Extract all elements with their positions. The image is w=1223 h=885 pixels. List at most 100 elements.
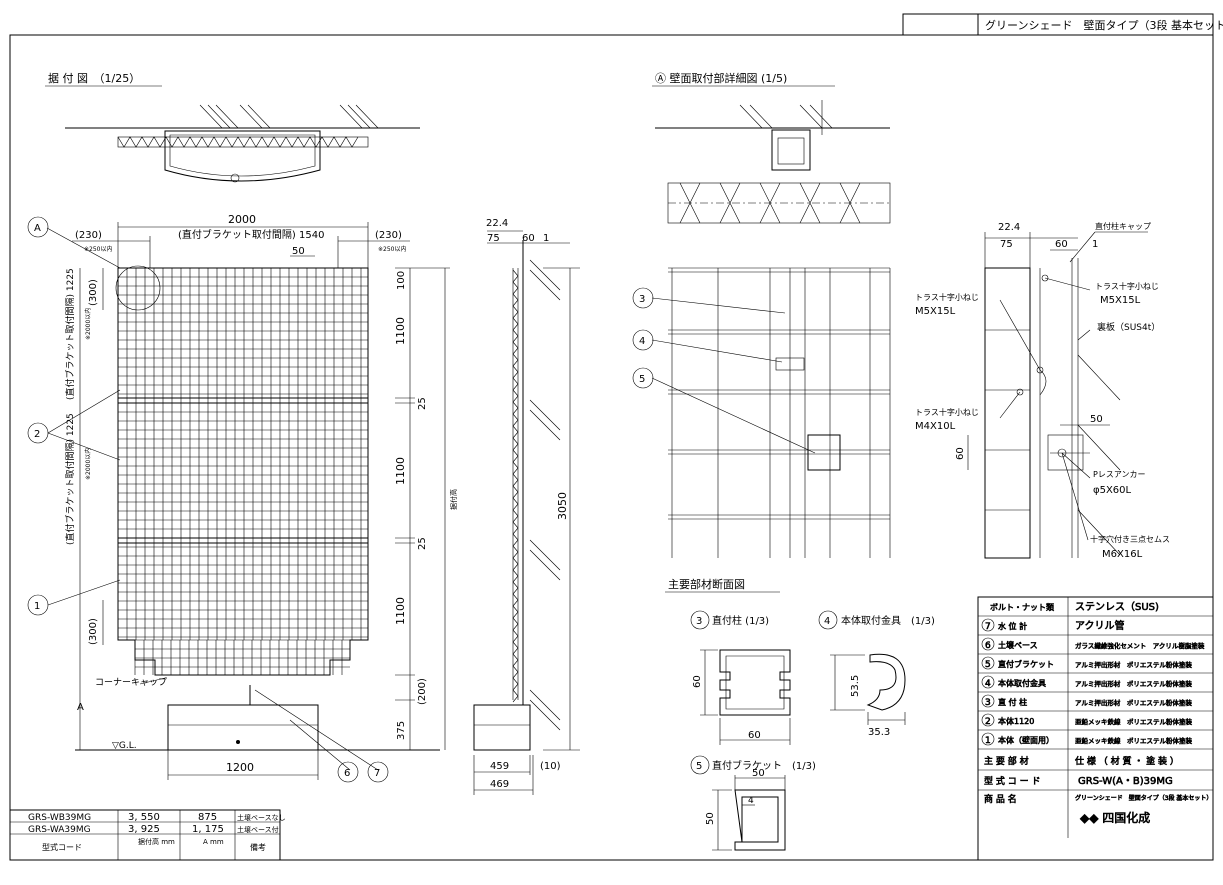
svg-text:4: 4 <box>639 336 645 347</box>
detail-side-section <box>967 232 1121 559</box>
detail-screw1-a: トラス十字小ねじ <box>1095 281 1159 291</box>
callout-3-section: 3 <box>690 610 710 630</box>
section5-profile <box>734 789 786 851</box>
model-row2-code: GRS-WA39MG <box>28 825 91 835</box>
side-view <box>473 230 580 795</box>
side-dim-10: (10) <box>540 761 561 772</box>
dim-bracket-span: (直付ブラケット取付間隔) 1540 <box>178 228 324 241</box>
callout-6: 6 <box>337 761 359 783</box>
svg-text:6: 6 <box>344 768 350 779</box>
parts-no: 1 <box>985 736 991 746</box>
model-table <box>9 809 281 861</box>
parts-name: 本体1120 <box>998 716 1034 726</box>
dim-200: (200) <box>417 678 428 705</box>
svg-text:5: 5 <box>639 374 645 385</box>
section3-width: 60 <box>748 730 761 741</box>
section3-profile <box>719 649 791 716</box>
section5-title: 直付ブラケット (1/3) <box>712 759 816 772</box>
section5-width: 50 <box>752 768 765 779</box>
parts-spec: ガラス繊維強化セメント アクリル樹脂塗装 <box>1075 641 1205 650</box>
section3-height: 60 <box>692 675 703 688</box>
side-dim-60: 60 <box>522 233 535 244</box>
dim-label-A: A <box>77 702 84 713</box>
maker-logo: ◆◆ 四国化成 <box>1080 811 1150 825</box>
footer-product-value: グリーンシェード 壁面タイプ（3段 基本セット） <box>1075 794 1212 802</box>
model-row1-code: GRS-WB39MG <box>28 813 91 823</box>
dim-bottom-300: (300) <box>88 618 99 645</box>
dim-hundred: 100 <box>396 271 407 290</box>
dim-side-right: (230) <box>375 230 402 241</box>
grid-panel <box>115 265 369 676</box>
dim-25-a: 25 <box>417 397 428 410</box>
dim-pitch-a: (直付ブラケット取付間隔) 1225 <box>64 268 76 400</box>
svg-text:4: 4 <box>824 616 830 627</box>
parts-no: 6 <box>985 641 991 651</box>
section4-width: 35.3 <box>868 727 890 738</box>
side-dim-224: 22.4 <box>486 218 508 229</box>
parts-spec: ステンレス（SUS) <box>1075 601 1159 613</box>
parts-name: 土壌ベース <box>998 640 1038 650</box>
detail-screw3-a: トラス十字小ねじ <box>915 407 979 417</box>
callout-3: 3 <box>632 287 654 309</box>
detail-anchor-b: φ5X60L <box>1093 485 1132 496</box>
dim-side-left: (230) <box>75 230 102 241</box>
detail-dim-50: 50 <box>1090 414 1103 425</box>
detail-screw1-b: M5X15L <box>1100 295 1141 306</box>
detail-dim-60: 60 <box>1055 239 1068 250</box>
model-row1-height: 3, 550 <box>128 812 160 823</box>
section-view-title: 主要部材断面図 <box>668 577 745 591</box>
parts-no: 5 <box>985 660 991 670</box>
detail-screw2-a: トラス十字小ねじ <box>915 292 979 302</box>
install-height-label: 据付高 <box>449 489 458 510</box>
footer-spec-label: 仕 様 （ 材 質 ・ 塗 装 ） <box>1075 755 1179 767</box>
detail-backplate: 裏板（SUS4t） <box>1097 321 1160 333</box>
svg-text:5: 5 <box>696 761 702 772</box>
detail-screw3-b: M4X10L <box>915 421 956 432</box>
detail-tapping-b: M6X16L <box>1102 549 1143 560</box>
section4-height: 53.5 <box>850 675 861 697</box>
side-dim-1: 1 <box>543 233 549 244</box>
parts-spec: アルミ押出形材 ポリエステル粉体塗装 <box>1075 660 1192 669</box>
detail-front-grid <box>668 267 891 558</box>
dim-375: 375 <box>396 721 407 740</box>
model-header-height: 据付高 mm <box>138 837 175 846</box>
parts-no: 7 <box>985 622 991 632</box>
parts-spec: アルミ押出形材 ポリエステル粉体塗装 <box>1075 679 1192 688</box>
model-header-a: A mm <box>203 838 224 846</box>
model-row2-height: 3, 925 <box>128 824 160 835</box>
dim-side-note-left: ※250以内 <box>84 245 112 253</box>
parts-name: ボルト・ナット類 <box>990 602 1054 612</box>
dim-pitch-b: (直付ブラケット取付間隔) 1225 <box>64 413 76 545</box>
parts-name: 本体取付金具 <box>998 678 1046 688</box>
detail-view-title: Ⓐ 壁面取付部詳細図 (1/5) <box>655 71 787 85</box>
parts-spec: 亜鉛メッキ鉄線 ポリエステル粉体塗装 <box>1075 736 1193 745</box>
parts-no: 3 <box>985 698 991 708</box>
model-row2-a: 1, 175 <box>192 824 224 835</box>
detail-dim-224: 22.4 <box>998 222 1020 233</box>
detail-tapping-a: 十字穴付き三点セムス <box>1090 534 1170 544</box>
footer-code-label: 型 式 コ ー ド <box>984 775 1040 787</box>
footer-code-value: GRS-W(A・B)39MG <box>1078 776 1173 787</box>
section5-height: 50 <box>705 812 716 825</box>
parts-name: 水 位 計 <box>998 621 1027 631</box>
callout-4: 4 <box>632 329 654 351</box>
parts-spec: アクリル管 <box>1075 619 1125 632</box>
soil-base <box>167 685 319 751</box>
dim-25-b: 25 <box>417 537 428 550</box>
parts-no: 4 <box>985 679 991 689</box>
svg-text:2: 2 <box>34 429 40 440</box>
model-header-note: 備考 <box>250 842 266 852</box>
dim-side-note-right: ※250以内 <box>378 245 406 253</box>
svg-text:7: 7 <box>374 768 380 779</box>
parts-spec: 亜鉛メッキ鉄線 ポリエステル粉体塗装 <box>1075 717 1193 726</box>
model-row2-note: 土壌ベース付 <box>237 825 279 834</box>
detail-cap-label: 直付柱キャップ <box>1095 221 1151 231</box>
dim-fifty: 50 <box>292 246 305 257</box>
dim-pitch-note-a: ※2000以内 <box>84 308 92 340</box>
callout-4-section: 4 <box>818 610 838 630</box>
parts-name: 直 付 柱 <box>998 697 1027 707</box>
install-view-title: 据 付 図 （1/25） <box>48 71 140 85</box>
dim-3050: 3050 <box>556 492 569 520</box>
dim-overall-width: 2000 <box>228 213 256 226</box>
ground-label: ▽G.L. <box>112 741 137 751</box>
